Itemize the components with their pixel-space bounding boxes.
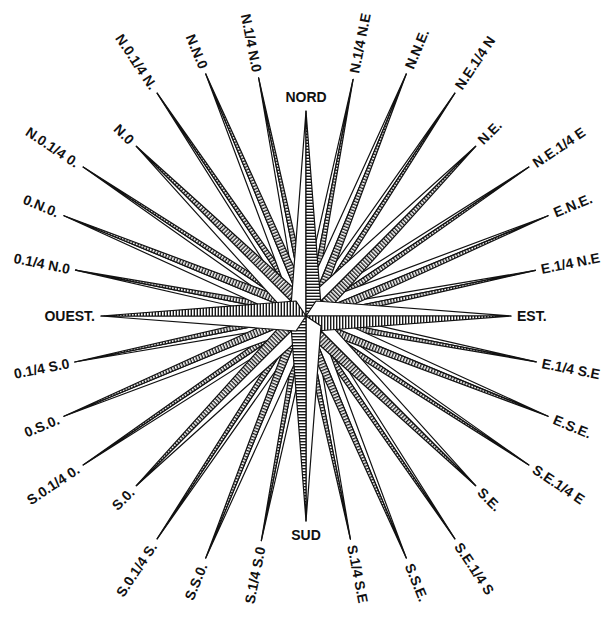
point-label: S.S.0. (181, 561, 210, 602)
compass-point (306, 301, 511, 331)
compass-point (305, 315, 476, 486)
point-label: E.1/4 N.E (540, 250, 602, 277)
point-label: E.S.E. (551, 411, 594, 441)
point-label: S.0.1/4 S. (113, 539, 160, 599)
point-label: 0.S.0. (22, 411, 62, 440)
point-label: S.1/4 S.0 (241, 545, 268, 605)
point-label: N.1/4 N.E (346, 12, 374, 75)
compass-point (291, 316, 321, 521)
cardinal-label: NORD (285, 89, 326, 105)
cardinal-label: SUD (291, 527, 321, 543)
compass-point (291, 111, 321, 316)
point-label: S.0. (109, 484, 138, 513)
compass-point (136, 146, 307, 317)
compass-point (101, 301, 306, 331)
cardinal-label: OUEST. (44, 308, 95, 324)
compass-point (136, 315, 307, 486)
point-label: N.0.1/4 N. (112, 31, 160, 92)
point-label: 0.N.0. (21, 192, 62, 221)
point-label: 0.1/4 S.0 (12, 355, 70, 382)
point-label: N.0.1/4 0. (23, 123, 82, 170)
point-label: S.1/4 S.E (344, 544, 371, 605)
point-label: N.N.E. (401, 27, 432, 71)
point-label: S.0.1/4 0. (24, 462, 83, 509)
point-label: N.E. (474, 117, 505, 148)
point-label: N.N.0 (182, 32, 210, 71)
point-label: N.0 (111, 121, 138, 148)
point-label: N.E.1/4 E (529, 124, 588, 171)
point-label: S.E. (474, 484, 504, 514)
point-label: E.1/4 S.E (541, 355, 602, 382)
compass-point (305, 146, 476, 317)
point-label: S.E.1/4 E (529, 462, 587, 508)
point-label: E.N.E. (551, 191, 595, 221)
point-label: 0.1/4 N.0 (12, 250, 71, 277)
cardinal-label: EST. (517, 308, 547, 324)
point-label: N.E.1/4 N (452, 33, 499, 92)
point-label: S.E.1/4 S (452, 539, 498, 597)
point-label: S.S.E. (401, 561, 431, 604)
point-label: N.1/4 N.0 (238, 12, 265, 73)
